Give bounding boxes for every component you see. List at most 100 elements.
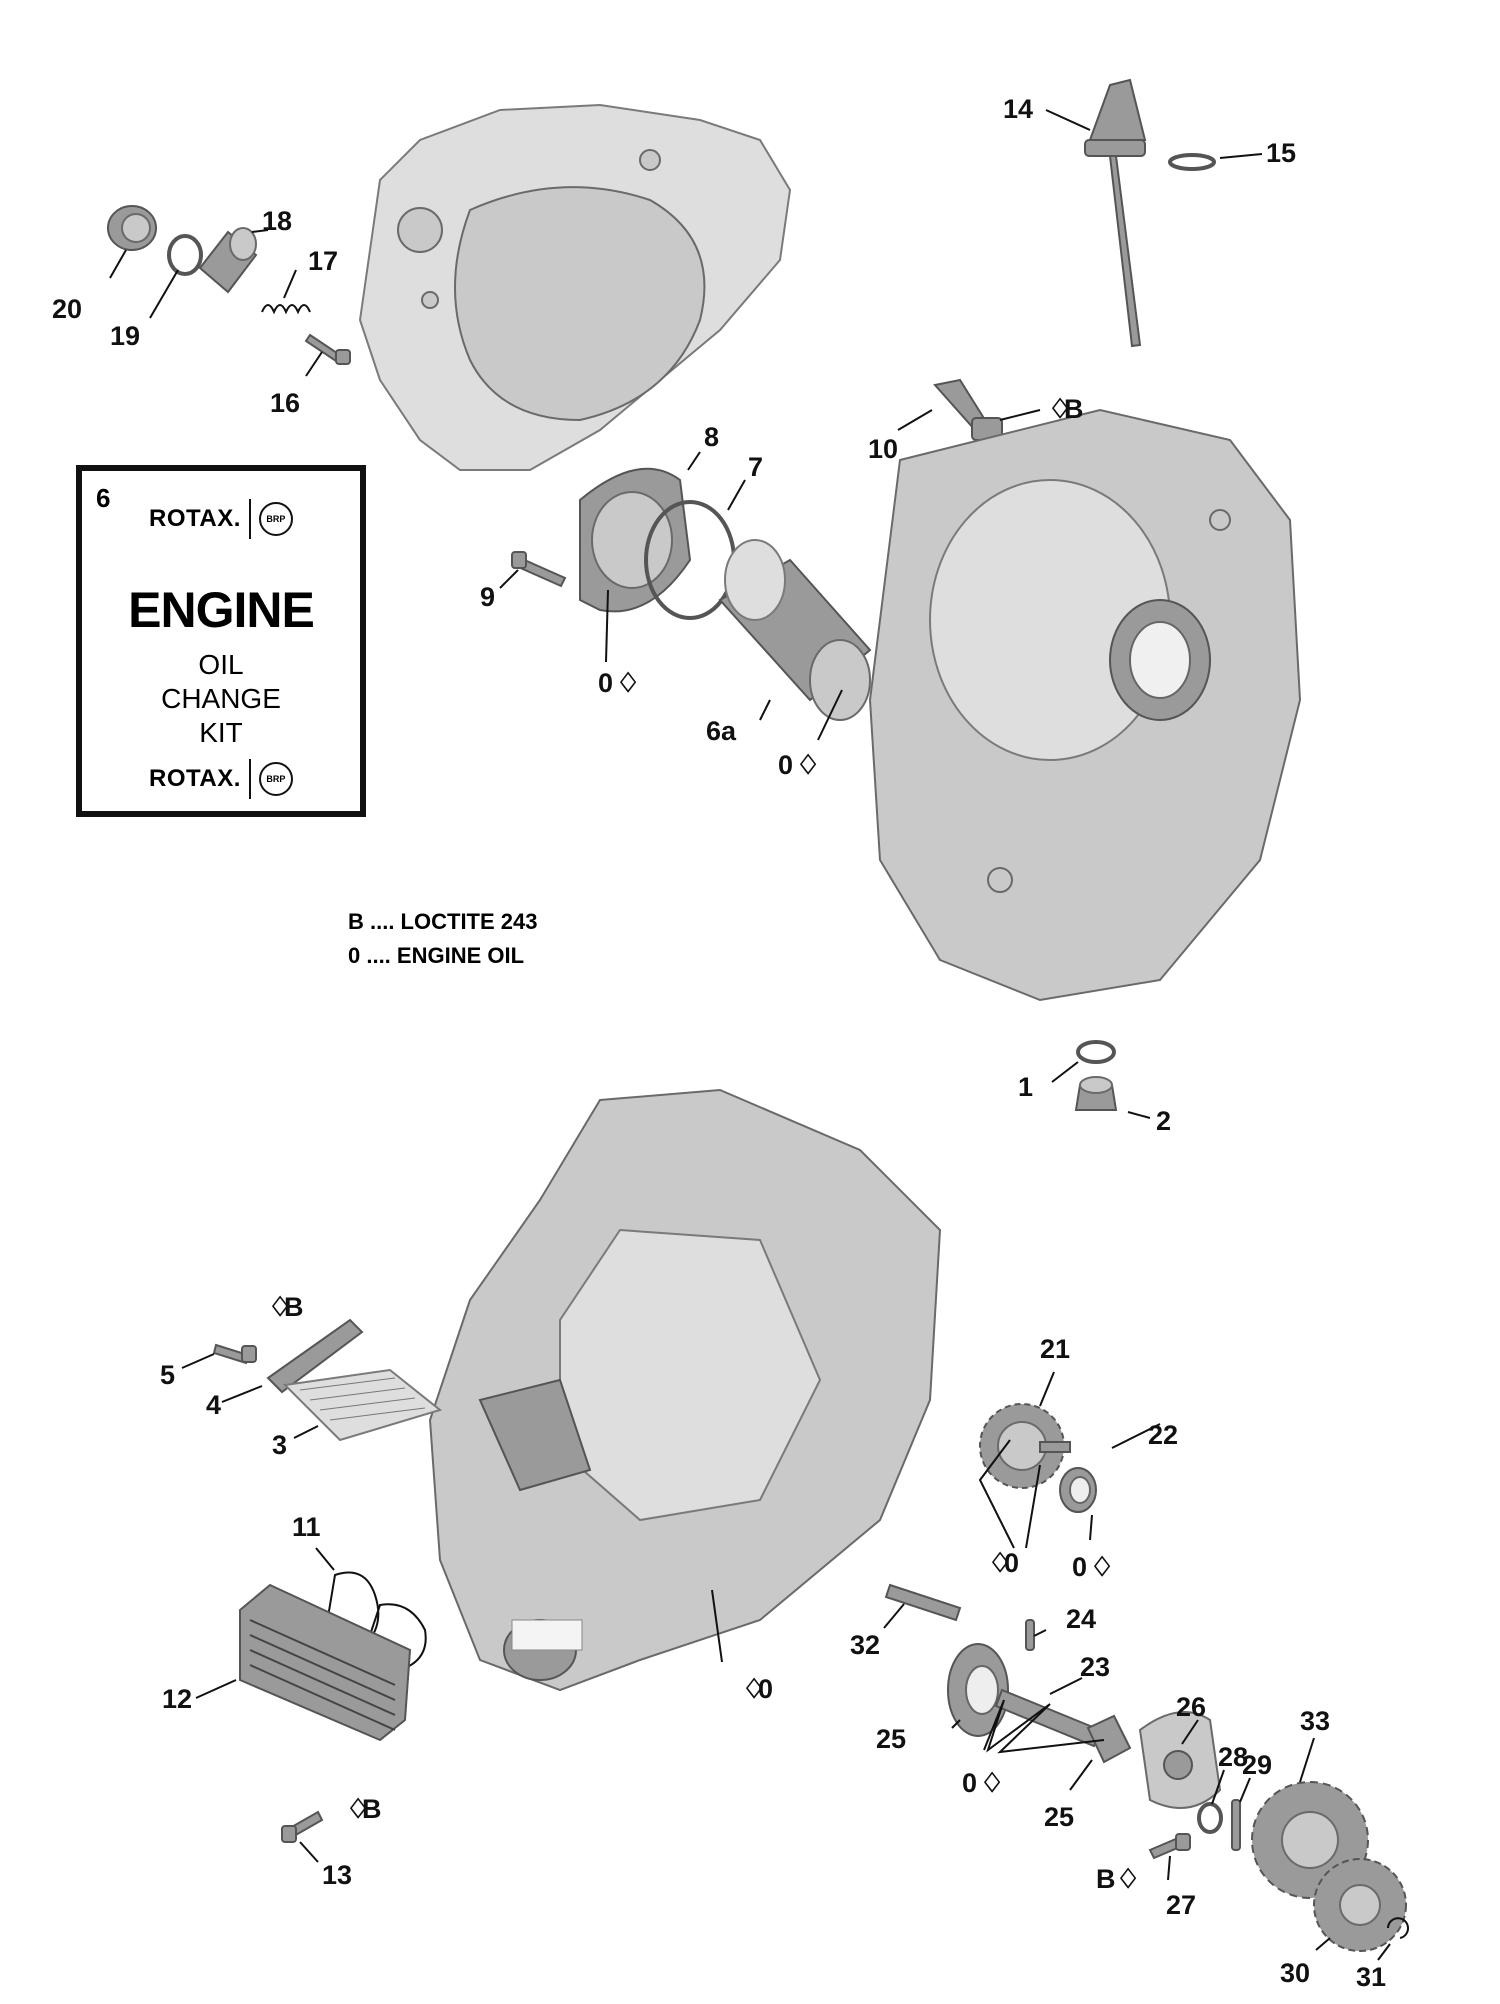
brand-wordmark: ROTAX.: [149, 765, 241, 792]
loctite-mark: ♢B: [268, 1292, 304, 1322]
kit-line-change: CHANGE: [161, 683, 281, 714]
brp-badge-icon: BRP: [258, 502, 293, 536]
callout-30: 30: [1280, 1958, 1310, 1988]
gear-21: [979, 1403, 1071, 1489]
pump-cover-26: [1138, 1711, 1222, 1809]
dipstick: [1084, 78, 1147, 348]
oil-cooler-12: [239, 1583, 412, 1742]
callout-24: 24: [1066, 1604, 1096, 1634]
circlip-31: [1387, 1917, 1409, 1939]
oil-mark: 0♢: [962, 1768, 1004, 1798]
svg-text:B: B: [284, 1292, 304, 1322]
svg-text:♢: ♢: [1090, 1552, 1114, 1582]
callout-5: 5: [160, 1360, 175, 1390]
svg-text:B: B: [362, 1794, 382, 1824]
legend: B .... LOCTITE 243 0 .... ENGINE OIL: [348, 905, 537, 973]
bolt-9: [511, 551, 567, 588]
callout-26: 26: [1176, 1692, 1206, 1722]
callout-28: 28: [1218, 1742, 1248, 1772]
legend-engine-oil: 0 .... ENGINE OIL: [348, 943, 525, 968]
callout-3: 3: [272, 1430, 287, 1460]
svg-text:0: 0: [962, 1768, 977, 1798]
bolt-16: [304, 333, 351, 365]
svg-text:0: 0: [1004, 1548, 1019, 1578]
callout-8: 8: [704, 422, 719, 452]
svg-text:♢: ♢: [346, 1794, 370, 1824]
callout-11: 11: [292, 1512, 321, 1542]
kit-number: 6: [96, 483, 111, 513]
plug-20: [107, 205, 157, 251]
oil-mark: 0♢: [1072, 1552, 1114, 1582]
crankcase-cover: [358, 103, 792, 471]
filter-cover-8: [579, 467, 692, 613]
shaft-23: [994, 1688, 1102, 1748]
callout-19: 19: [110, 321, 140, 351]
callout-31: 31: [1356, 1962, 1386, 1992]
svg-text:♢: ♢: [980, 1768, 1004, 1798]
oil-mark: ♢0: [742, 1674, 773, 1704]
brand-divider: [248, 759, 251, 799]
svg-text:♢: ♢: [268, 1292, 292, 1322]
callout-25-left: 25: [876, 1724, 906, 1754]
callout-32: 32: [850, 1630, 880, 1660]
callout-6a: 6a: [706, 716, 737, 746]
drain-plug-2: [1074, 1076, 1118, 1111]
callout-27: 27: [1166, 1890, 1196, 1920]
oil-change-kit-box: 6 ROTAX. BRP ENGINE OIL CHANGE KIT ROTAX…: [76, 465, 366, 817]
svg-text:♢: ♢: [1048, 394, 1072, 424]
leader-lines: [109, 109, 1391, 1961]
legend-loctite: B .... LOCTITE 243: [348, 909, 538, 934]
svg-text:0: 0: [778, 750, 793, 780]
oil-mark: 0♢: [598, 668, 640, 698]
brand-wordmark: ROTAX.: [149, 505, 241, 532]
brp-badge-icon: BRP: [258, 762, 293, 796]
rotax-logo-bottom: ROTAX. BRP: [82, 759, 360, 799]
svg-text:0: 0: [758, 1674, 773, 1704]
pin-29: [1231, 1799, 1241, 1851]
rotor-25-inner: [1086, 1714, 1132, 1764]
callout-16: 16: [270, 388, 300, 418]
callout-1: 1: [1018, 1072, 1033, 1102]
svg-text:♢: ♢: [796, 750, 820, 780]
rotor-25-outer: [947, 1643, 1009, 1737]
oring-19: [167, 234, 203, 276]
crankcase-lower: [428, 1088, 942, 1692]
callout-15: 15: [1266, 138, 1296, 168]
washer-28: [1197, 1802, 1223, 1834]
callout-13: 13: [322, 1860, 352, 1890]
callout-29: 29: [1242, 1750, 1272, 1780]
crankcase-right: [868, 408, 1302, 1002]
svg-text:0: 0: [1072, 1552, 1087, 1582]
callout-12: 12: [162, 1684, 192, 1714]
gear-30: [1313, 1858, 1407, 1952]
callout-10: 10: [868, 434, 898, 464]
loctite-mark: ♢B: [346, 1794, 382, 1824]
application-markers: 0♢ 0♢ ♢0 0♢ ♢0 0♢ ♢B ♢B ♢B B♢: [268, 394, 1140, 1894]
callout-4: 4: [206, 1390, 221, 1420]
screen-3: [282, 1368, 443, 1442]
callout-17: 17: [308, 246, 338, 276]
bolt-13: [281, 1810, 324, 1843]
callout-20: 20: [52, 294, 82, 324]
rotax-logo-top: ROTAX. BRP: [82, 499, 360, 539]
callout-22: 22: [1148, 1420, 1178, 1450]
svg-text:0: 0: [598, 668, 613, 698]
svg-text:B: B: [1064, 394, 1084, 424]
brand-divider: [248, 499, 251, 539]
oring-15: [1168, 153, 1216, 171]
seal-1: [1076, 1040, 1116, 1064]
sleeve-18: [198, 227, 258, 294]
callout-9: 9: [480, 582, 495, 612]
pin-24: [1025, 1619, 1035, 1651]
svg-text:♢: ♢: [742, 1674, 766, 1704]
svg-text:B: B: [1096, 1864, 1116, 1894]
sensor-10: [933, 378, 1003, 441]
seal-22: [1059, 1467, 1097, 1513]
loctite-mark: B♢: [1096, 1864, 1140, 1894]
callout-21: 21: [1040, 1334, 1070, 1364]
svg-text:♢: ♢: [988, 1548, 1012, 1578]
oil-mark: ♢0: [988, 1548, 1019, 1578]
loctite-mark: ♢B: [1048, 394, 1084, 424]
callout-18: 18: [262, 206, 292, 236]
